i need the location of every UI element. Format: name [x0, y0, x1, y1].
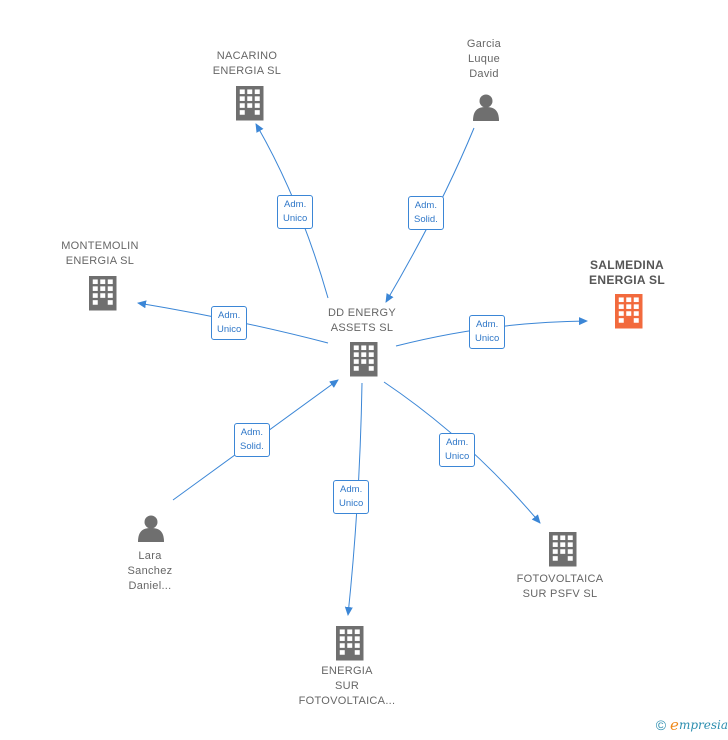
edge-label-to-fotovoltaica: Adm. Unico — [439, 433, 476, 467]
edge-label-to-nacarino: Adm. Unico — [277, 195, 314, 229]
edge-label-to-salmedina: Adm. Unico — [469, 315, 506, 349]
node-label-fotovoltaica[interactable]: FOTOVOLTAICA SUR PSFV SL — [516, 573, 604, 600]
node-label-montemolin[interactable]: MONTEMOLIN ENERGIA SL — [61, 240, 139, 267]
brand-logo-text: mpresia — [678, 718, 728, 732]
edge-label-from-lara: Adm. Solid. — [234, 423, 270, 457]
node-label-energia-sur[interactable]: ENERGIA SUR FOTOVOLTAICA... — [298, 665, 396, 707]
edge-label-to-energia-sur: Adm. Unico — [333, 480, 370, 514]
building-icon — [336, 626, 364, 661]
node-label-nacarino[interactable]: NACARINO ENERGIA SL — [212, 50, 282, 77]
person-icon — [473, 94, 499, 121]
building-icon — [549, 532, 577, 567]
node-label-salmedina[interactable]: SALMEDINA ENERGIA SL — [589, 258, 665, 287]
copyright-symbol: © — [655, 717, 667, 733]
node-label-garcia[interactable]: Garcia Luque David — [466, 38, 502, 80]
building-icon — [615, 294, 643, 329]
person-icon — [138, 515, 164, 542]
building-icon — [350, 342, 378, 377]
node-label-dd-energy[interactable]: DD ENERGY ASSETS SL — [327, 307, 397, 334]
node-label-lara[interactable]: Lara Sanchez Daniel... — [127, 550, 173, 592]
brand-logo-initial: e — [670, 716, 679, 734]
building-icon — [89, 276, 117, 311]
edge-label-to-montemolin: Adm. Unico — [211, 306, 248, 340]
edge-label-from-garcia: Adm. Solid. — [408, 196, 444, 230]
building-icon — [236, 86, 264, 121]
